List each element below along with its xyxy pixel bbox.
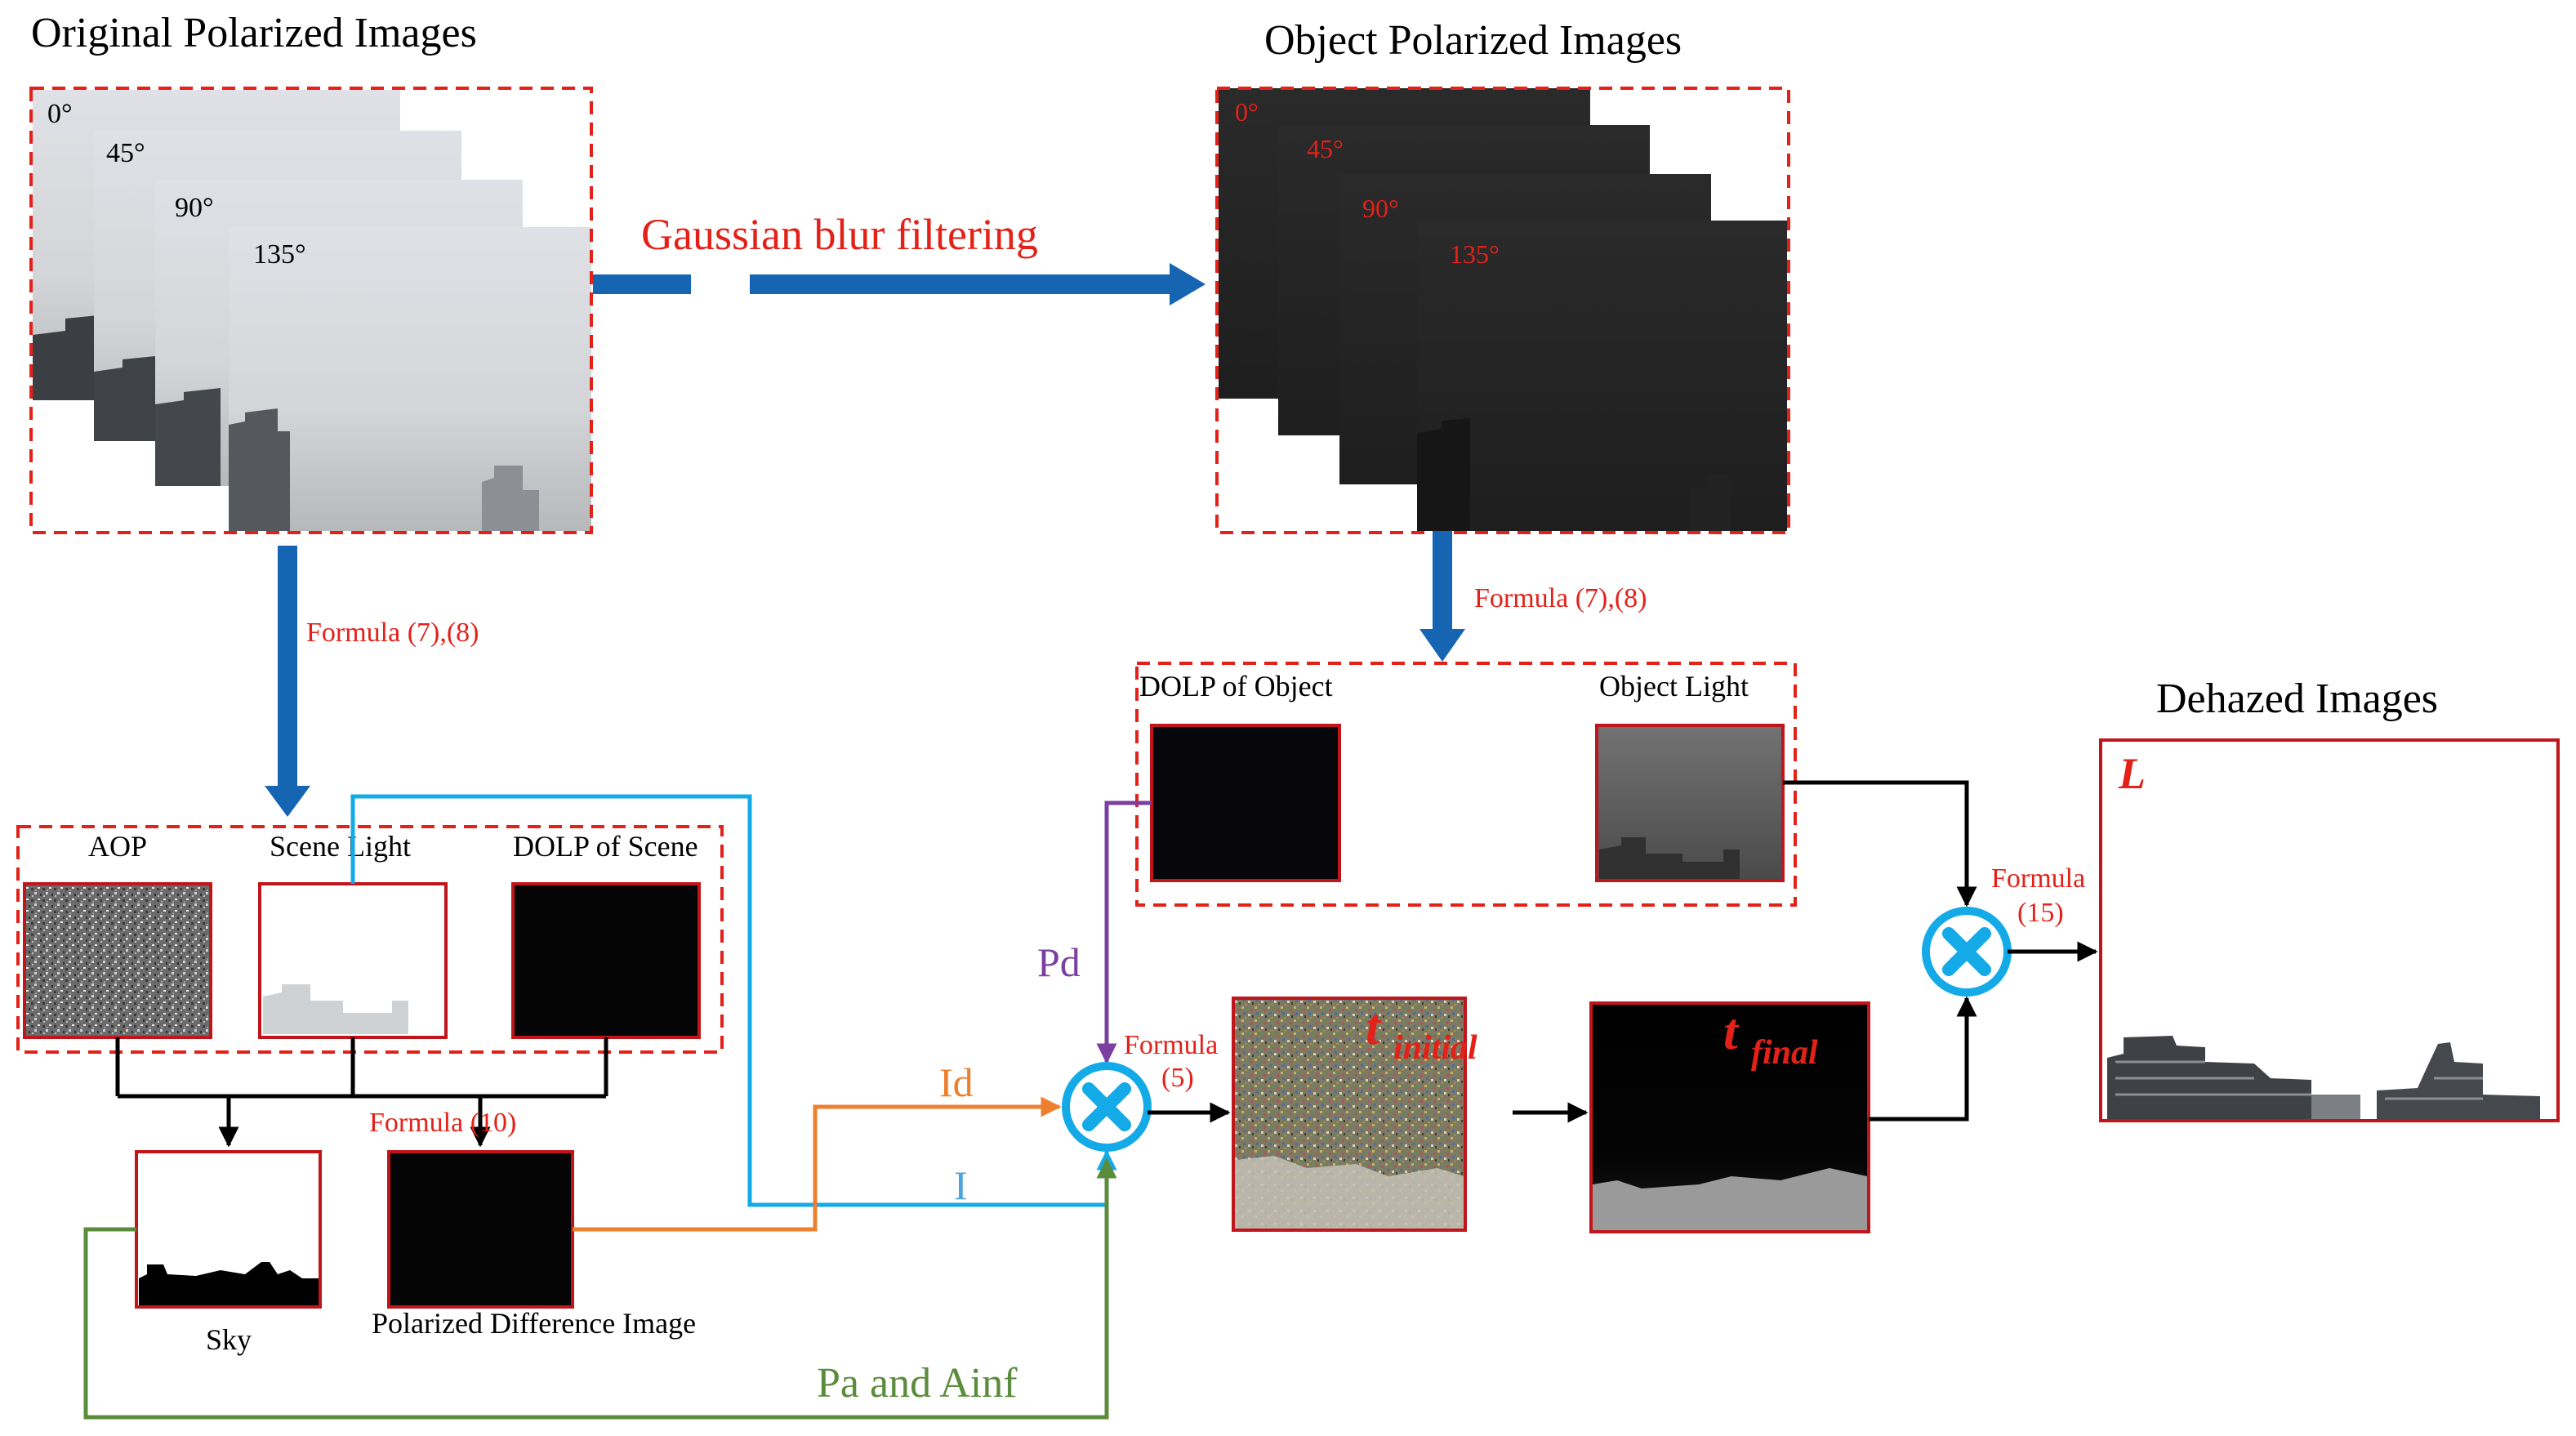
right-formula-arrow: Formula (7),(8) [1419, 531, 1647, 662]
orig-angle-45: 45° [106, 138, 145, 168]
object-dashed-box [1215, 87, 1790, 534]
scene-connectors [115, 1037, 608, 1148]
edge-objectlight-to-mult2 [1783, 780, 1977, 908]
formula-15-label-b: (15) [2017, 898, 2064, 928]
pd-edge [1096, 801, 1152, 1064]
pa-ainf-label: Pa and Ainf [817, 1360, 1018, 1407]
pdi-label: Polarized Difference Image [372, 1307, 696, 1340]
dehazed-image: L [2099, 738, 2560, 1122]
object-group: DOLP of Object Object Light [1135, 662, 1797, 907]
t-final-image: t final [1589, 1001, 1870, 1233]
title-object: Object Polarized Images [1264, 17, 1682, 64]
object-dashed-box-2 [1135, 662, 1797, 907]
dolp-scene-image [511, 882, 701, 1039]
i-edge [350, 794, 1117, 1207]
gaussian-label: Gaussian blur filtering [641, 210, 1038, 259]
orig-angle-0: 0° [47, 99, 73, 129]
formula-15-label-a: Formula [1991, 863, 2085, 894]
pdi-image: Polarized Difference Image [372, 1150, 696, 1340]
scene-light-label: Scene Light [270, 830, 411, 863]
dehazed-buildings [2107, 1036, 2540, 1119]
title-dehazed: Dehazed Images [2156, 676, 2438, 722]
t-initial-subscript: initial [1393, 1029, 1477, 1067]
object-light-label: Object Light [1599, 670, 1749, 702]
formula-78-left-label: Formula (7),(8) [306, 618, 479, 648]
orig-angle-90: 90° [175, 193, 214, 223]
obj-img-135: 135° [1417, 221, 1787, 531]
aop-label: AOP [88, 830, 147, 863]
sky-label: Sky [206, 1323, 252, 1356]
scene-dashed-box [16, 825, 724, 1054]
aop-image [23, 882, 212, 1039]
t-initial-symbol: t [1366, 997, 1382, 1055]
dolp-object-image [1150, 724, 1341, 882]
orig-img-135: 135° [229, 227, 591, 531]
t-initial-image: t initial [1232, 997, 1477, 1232]
t-final-subscript: final [1751, 1034, 1818, 1072]
object-image-stack: 0° 45° 90° 135° [1215, 87, 1790, 534]
formula-78-right-label: Formula (7),(8) [1474, 583, 1647, 613]
original-dashed-box [29, 87, 593, 534]
orig-angle-135: 135° [253, 239, 306, 270]
formula-5-label-a: Formula [1124, 1030, 1218, 1060]
obj-angle-135: 135° [1450, 239, 1500, 269]
obj-angle-90: 90° [1362, 194, 1399, 223]
dolp-scene-label: DOLP of Scene [513, 830, 698, 863]
pd-label: Pd [1037, 939, 1081, 985]
obj-angle-0: 0° [1235, 97, 1259, 127]
multiply-node-1 [1062, 1062, 1152, 1152]
scene-group: AOP Scene Light DOLP of Scene [16, 825, 724, 1054]
gaussian-arrow: Gaussian blur filtering [593, 210, 1206, 305]
l-symbol: L [2118, 749, 2146, 798]
formula-5-label-b: (5) [1161, 1063, 1194, 1093]
scene-light-image [258, 882, 448, 1039]
multiply-icon-2 [1942, 927, 1991, 976]
id-label: Id [939, 1059, 974, 1105]
title-original: Original Polarized Images [31, 10, 477, 56]
object-light-image [1595, 724, 1785, 882]
obj-angle-45: 45° [1307, 134, 1344, 163]
left-formula-arrow: Formula (7),(8) [265, 546, 479, 817]
original-image-stack: 0° 45° 90° 135° [29, 87, 593, 534]
multiply-icon [1082, 1082, 1131, 1131]
pa-ainf-edge [83, 1157, 1117, 1420]
dolp-object-label: DOLP of Object [1139, 670, 1333, 702]
id-edge [573, 1096, 1062, 1232]
t-final-symbol: t [1723, 1002, 1740, 1060]
formula-10-label: Formula (10) [369, 1108, 516, 1138]
sky-image: Sky [135, 1150, 322, 1356]
edge-tfinal-to-mult2 [1869, 996, 1977, 1122]
i-label: I [954, 1162, 968, 1208]
multiply-node-2 [1922, 907, 2012, 997]
